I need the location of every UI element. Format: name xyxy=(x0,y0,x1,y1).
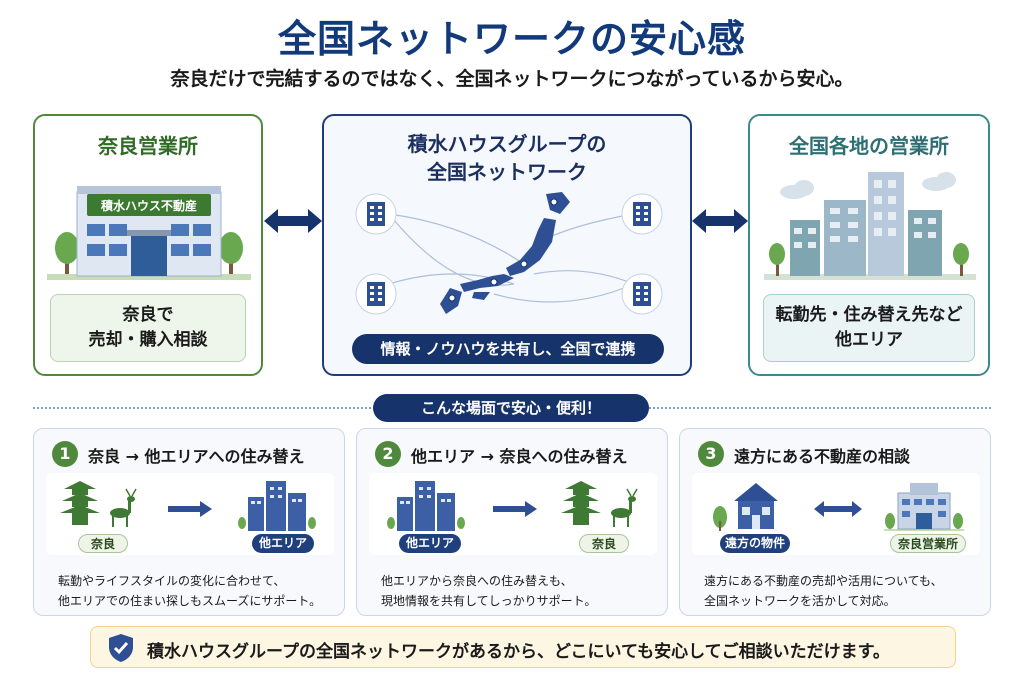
from-tag: 遠方の物件 xyxy=(720,534,790,553)
page-subtitle: 奈良だけで完結するのではなく、全国ネットワークにつながっているから安心。 xyxy=(170,68,854,90)
scenario-text-line2: 他エリアでの住まい探しもスムーズにサポート。 xyxy=(58,594,322,608)
scenario-number: 1 xyxy=(52,441,78,467)
to-tag: 奈良 xyxy=(579,534,629,553)
network-banner: 情報・ノウハウを共有し、全国で連携 xyxy=(352,334,664,364)
nara-office-sign: 積水ハウス不動産 xyxy=(100,198,197,213)
nara-office-card: 奈良営業所 積水ハウス不動産 奈良で 売却・購入相談 xyxy=(33,114,263,376)
scenario-title: 遠方にある不動産の相談 xyxy=(734,447,911,466)
building-icon xyxy=(355,273,397,315)
double-arrow-icon xyxy=(264,209,322,233)
tree-icon xyxy=(55,232,243,276)
scenario-text: 転勤やライフスタイルの変化に合わせて、 他エリアでの住まい探しもスムーズにサポー… xyxy=(58,571,338,611)
scenario-text-line1: 転勤やライフスタイルの変化に合わせて、 xyxy=(58,574,286,588)
building-icon xyxy=(238,481,316,531)
other-offices-desc: 転勤先・住み替え先など 他エリア xyxy=(763,294,975,362)
scenario-text-line2: 現地情報を共有してしっかりサポート。 xyxy=(381,594,597,608)
building-icon xyxy=(387,481,465,531)
nara-office-desc: 奈良で 売却・購入相談 xyxy=(50,294,246,362)
from-tag: 奈良 xyxy=(78,534,128,553)
other-offices-title: 全国各地の営業所 xyxy=(789,134,949,158)
double-arrow-icon xyxy=(692,209,748,233)
building-icon xyxy=(621,273,663,315)
scenario-title: 他エリア → 奈良への住み替え xyxy=(411,447,628,466)
scenario-number: 3 xyxy=(698,441,724,467)
page-title: 全国ネットワークの安心感 xyxy=(277,17,746,61)
nara-office-title: 奈良営業所 xyxy=(98,134,198,158)
tree-icon xyxy=(769,243,969,276)
scenario-text: 他エリアから奈良への住み替えも、 現地情報を共有してしっかりサポート。 xyxy=(381,571,661,611)
cloud-icon xyxy=(780,172,956,199)
scenario-title: 奈良 → 他エリアへの住み替え xyxy=(88,447,305,466)
building-icon xyxy=(621,193,663,235)
pagoda-icon xyxy=(561,481,638,527)
nara-desc-line1: 奈良で xyxy=(122,305,174,325)
section-pill: こんな場面で安心・便利！ xyxy=(373,394,649,422)
scenario-card-3: 3 遠方にある不動産の相談 遠方の物件 奈良営業所 遠方にある不動産の売却や活用… xyxy=(679,428,991,616)
to-tag: 他エリア xyxy=(252,534,314,553)
nara-desc-line2: 売却・購入相談 xyxy=(88,330,208,350)
right-arrow-icon xyxy=(168,501,212,517)
to-tag: 奈良営業所 xyxy=(890,534,966,553)
scenario-text-line1: 他エリアから奈良への住み替えも、 xyxy=(381,574,573,588)
scenario-card-1: 1 奈良 → 他エリアへの住み替え 奈良 他エリア 転勤やライフスタイルの変化に… xyxy=(33,428,345,616)
shield-check-icon xyxy=(109,634,133,662)
building-icon xyxy=(884,483,964,531)
city-buildings-icon xyxy=(764,172,976,280)
deer-icon xyxy=(110,488,137,527)
other-desc-line1: 転勤先・住み替え先など xyxy=(775,305,963,325)
footer-text: 積水ハウスグループの全国ネットワークがあるから、どこにいても安心してご相談いただ… xyxy=(147,642,890,662)
network-card: 積水ハウスグループの 全国ネットワーク xyxy=(322,114,692,376)
network-title-line2: 全国ネットワーク xyxy=(427,160,587,184)
right-arrow-icon xyxy=(493,501,537,517)
house-icon xyxy=(713,483,778,531)
pagoda-icon xyxy=(60,481,137,527)
scenario-illustration: 奈良 他エリア xyxy=(46,473,334,555)
scenario-illustration: 他エリア 奈良 xyxy=(369,473,657,555)
other-offices-card: 全国各地の営業所 転勤先・住み替え先など 他エリア xyxy=(748,114,990,376)
scenario-text-line2: 全国ネットワークを活かして対応。 xyxy=(704,594,896,608)
deer-icon xyxy=(611,488,638,527)
scenario-number: 2 xyxy=(375,441,401,467)
scenario-text: 遠方にある不動産の売却や活用についても、 全国ネットワークを活かして対応。 xyxy=(704,571,984,611)
building-icon xyxy=(355,193,397,235)
network-title: 積水ハウスグループの 全国ネットワーク xyxy=(324,130,690,186)
nara-office-building-icon: 積水ハウス不動産 xyxy=(47,186,251,280)
japan-map-icon xyxy=(355,192,663,315)
footer-note: 積水ハウスグループの全国ネットワークがあるから、どこにいても安心してご相談いただ… xyxy=(90,626,956,668)
scenario-card-2: 2 他エリア → 奈良への住み替え 他エリア 奈良 他エリアから奈良への住み替え… xyxy=(356,428,668,616)
network-title-line1: 積水ハウスグループの xyxy=(407,132,607,156)
scenario-illustration: 遠方の物件 奈良営業所 xyxy=(692,473,980,555)
other-desc-line2: 他エリア xyxy=(835,330,903,350)
from-tag: 他エリア xyxy=(399,534,461,553)
scenario-text-line1: 遠方にある不動産の売却や活用についても、 xyxy=(704,574,943,588)
double-arrow-icon xyxy=(814,501,862,517)
